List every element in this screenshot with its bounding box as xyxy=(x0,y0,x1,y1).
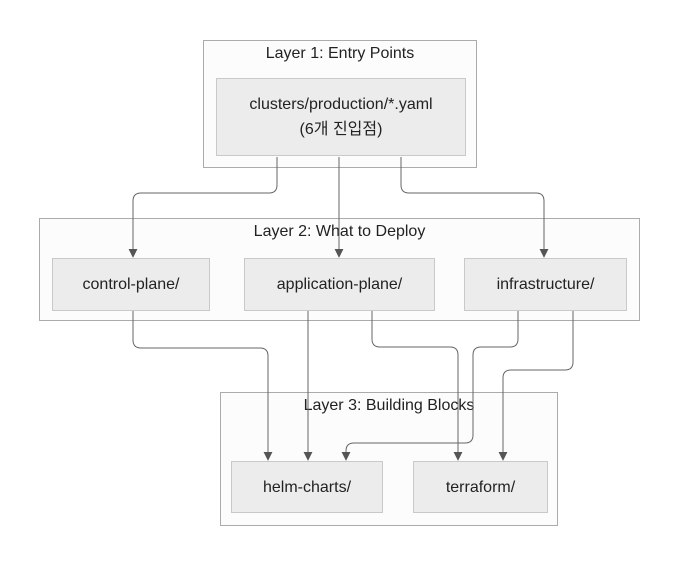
node-helm-charts: helm-charts/ xyxy=(231,461,383,513)
node-application-plane: application-plane/ xyxy=(244,258,435,311)
layer3-title: Layer 3: Building Blocks xyxy=(303,397,475,414)
node-control-plane: control-plane/ xyxy=(52,258,210,311)
node-helm-charts-label: helm-charts/ xyxy=(262,478,352,496)
node-entry-label: clusters/production/*.yaml xyxy=(249,96,433,113)
node-entry-points: clusters/production/*.yaml (6개 진입점) xyxy=(216,78,466,156)
node-control-plane-label: control-plane/ xyxy=(82,276,180,293)
node-application-plane-label: application-plane/ xyxy=(276,276,403,293)
node-infrastructure: infrastructure/ xyxy=(464,258,627,311)
node-terraform-label: terraform/ xyxy=(445,478,516,496)
node-entry-sublabel: (6개 진입점) xyxy=(299,121,383,138)
node-infrastructure-label: infrastructure/ xyxy=(496,276,595,293)
layer1-title: Layer 1: Entry Points xyxy=(265,45,415,62)
node-terraform: terraform/ xyxy=(413,461,548,513)
layer2-title: Layer 2: What to Deploy xyxy=(253,223,426,240)
